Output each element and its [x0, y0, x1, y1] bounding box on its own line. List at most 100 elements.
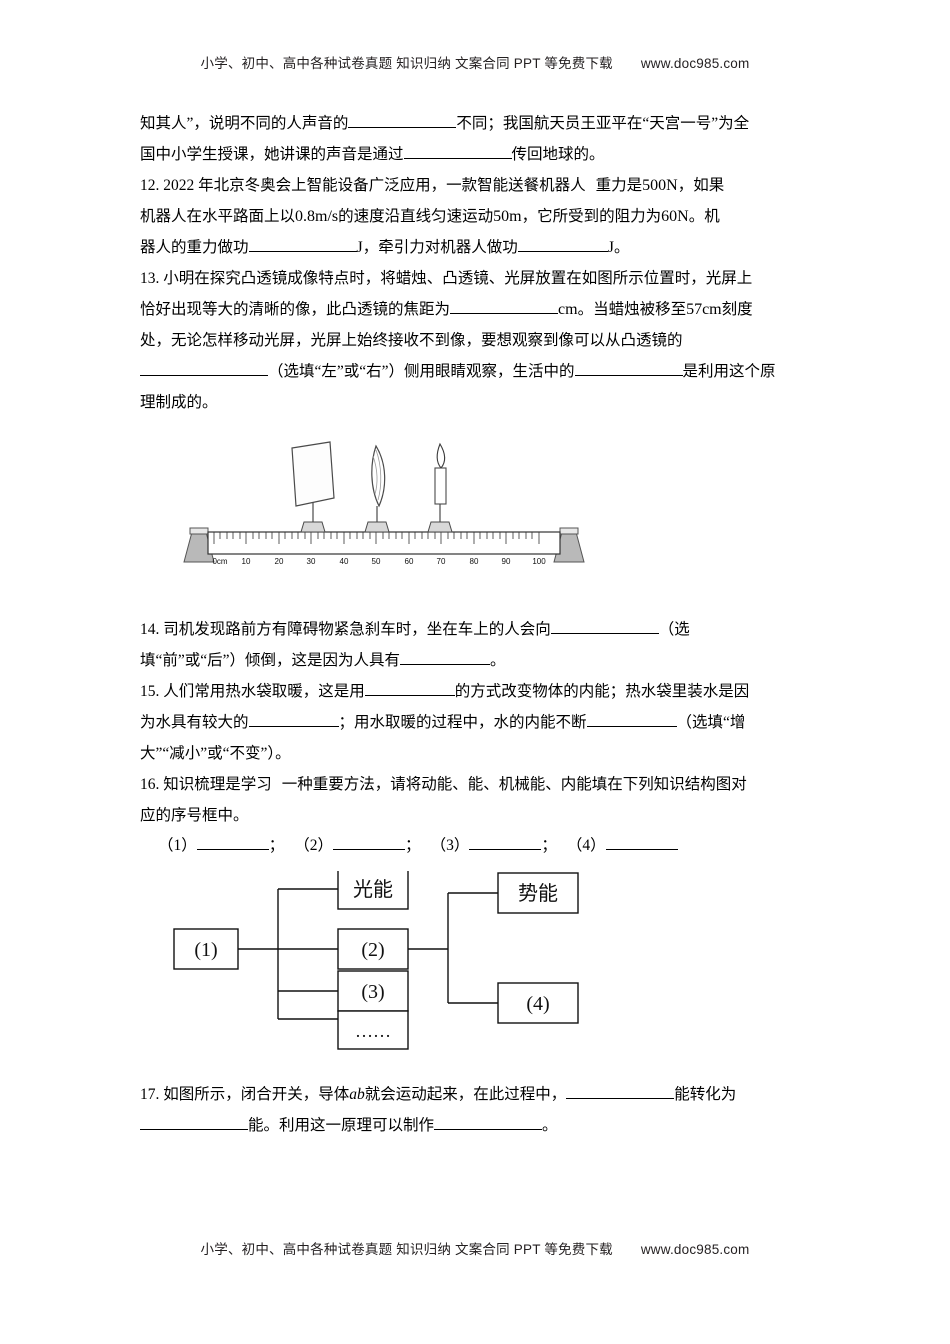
q15-e: （选填“增: [676, 714, 746, 731]
ruler-ticks: [213, 532, 540, 544]
q16-blank-2: [333, 849, 406, 850]
q13-blank-2: [140, 375, 268, 376]
q16-blank-3: [469, 849, 542, 850]
document-content: 知其人”，说明不同的人声音的不同；我国航天员王亚平在“天宫一号”为全 国中小学生…: [140, 108, 810, 1141]
q14-blank-2: [400, 664, 491, 665]
q12-unit-2: J: [607, 239, 614, 256]
q12-g: 的速度沿直线匀速运动: [338, 208, 494, 225]
svg-text:0cm: 0cm: [212, 557, 227, 566]
question-16: 16. 知识梳理是学习一种重要方法，请将动能、能、机械能、内能填在下列知识结构图…: [140, 769, 810, 831]
question-12: 12. 2022 年北京冬奥会上智能设备广泛应用，一款智能送餐机器人重力是500…: [140, 170, 810, 263]
optical-bench-ruler: [207, 531, 561, 555]
q14-blank-1: [550, 633, 659, 634]
q17-c: 就会运动起来，在此过程中，: [364, 1086, 567, 1103]
box-4-label: (4): [526, 993, 549, 1015]
q17-blank-1: [566, 1098, 675, 1099]
q14-c: 填“前”或“后”）倾倒，这是因为人具有: [140, 652, 401, 669]
svg-text:20: 20: [275, 557, 284, 566]
q12-i: ，它所受到的阻力为: [521, 208, 662, 225]
q16-blank-4: [605, 849, 678, 850]
box-4: (4): [497, 982, 579, 1024]
q12-p: 。: [614, 239, 630, 256]
q16-item-4: （4）: [566, 837, 606, 854]
q17-d: 能转化为: [674, 1086, 737, 1103]
q13-blank-3: [574, 375, 683, 376]
q15-b: 的方式改变物体的内能；热水袋里装水是因: [454, 683, 750, 700]
left-stand-top: [189, 527, 209, 535]
q17-conductor-ab: ab: [349, 1086, 365, 1103]
q13-b: 恰好出现等大的清晰的像，此凸透镜的焦距为: [140, 301, 451, 318]
q13-h: （选填“左”或“右”）侧用眼睛观察，生活中的: [268, 363, 575, 380]
right-stand-top: [559, 527, 579, 535]
q17-blank-2: [140, 1129, 248, 1130]
q15-f: 大”“减小”或“不变”）。: [140, 745, 291, 762]
q13-i: 是利用这个原: [682, 363, 776, 380]
q13-f: 刻度: [721, 301, 753, 318]
q12-b: 重力是: [595, 177, 643, 194]
q13-a: 13. 小明在探究凸透镜成像特点时，将蜡烛、凸透镜、光屏放置在如图所示位置时，光…: [140, 270, 753, 287]
q15-d: ；用水取暖的过程中，水的内能不断: [338, 714, 587, 731]
q13-d: 。当蜡烛被移至: [577, 301, 687, 318]
box-3-label: (3): [361, 981, 384, 1003]
optics-bench-svg: 0cm 10 20 30 40 50 60 70 80 90 100: [183, 441, 585, 566]
svg-text:100: 100: [532, 557, 546, 566]
svg-text:10: 10: [242, 557, 251, 566]
optics-bench-figure: 0cm 10 20 30 40 50 60 70 80 90 100: [170, 432, 600, 592]
question-13: 13. 小明在探究凸透镜成像特点时，将蜡烛、凸透镜、光屏放置在如图所示位置时，光…: [140, 263, 810, 418]
convex-lens: [364, 444, 390, 533]
q15-blank-1: [364, 695, 455, 696]
q16-b: 一种重要方法，请将动能、能、机械能、内能填在下列知识结构图对: [281, 776, 747, 793]
svg-text:50: 50: [372, 557, 381, 566]
q14-b: （选: [658, 621, 690, 638]
knowledge-structure-figure: (1) 光能 (2) (3): [150, 871, 670, 1071]
q12-d: ，如果: [677, 177, 725, 194]
q12-value-weight: 500N: [642, 177, 678, 194]
question-17: 17. 如图所示，闭合开关，导体ab就会运动起来，在此过程中，能转化为 能。利用…: [140, 1079, 810, 1141]
q15-blank-3: [586, 726, 677, 727]
header-site-url: www.doc985.com: [640, 56, 750, 71]
box-potential-energy-label: 势能: [518, 882, 558, 905]
box-3: (3): [337, 970, 409, 1012]
q16-blank-1: [196, 849, 269, 850]
q16-item-1: （1）: [158, 837, 197, 854]
q12-k: 。机: [688, 208, 720, 225]
page-header: 小学、初中、高中各种试卷真题 知识归纳 文案合同 PPT 等免费下载 www.do…: [0, 52, 950, 72]
q15-c: 为水具有较大的: [140, 714, 249, 731]
box-ellipsis: ……: [337, 1010, 409, 1050]
q12-blank-1: [248, 251, 357, 252]
q12-value-speed: 0.8m/s: [295, 208, 339, 225]
q12-l: 器人的重力做功: [140, 239, 249, 256]
question-11-tail: 知其人”，说明不同的人声音的不同；我国航天员王亚平在“天宫一号”为全 国中小学生…: [140, 108, 810, 170]
q16-item-3: （3）: [430, 837, 470, 854]
q13-j: 理制成的。: [140, 394, 218, 411]
q11-line2-a: 国中小学生授课，她讲课的声音是通过: [140, 146, 404, 163]
q11-line1-a: 知其人”，说明不同的人声音的: [140, 115, 349, 132]
q16-item-2: （2）: [294, 837, 334, 854]
svg-text:80: 80: [470, 557, 479, 566]
q13-blank-1: [450, 313, 559, 314]
q12-value-friction: 60N: [661, 208, 689, 225]
q12-unit-1: J: [356, 239, 363, 256]
candle: [427, 442, 453, 533]
q11-blank-2: [403, 158, 512, 159]
q15-blank-2: [248, 726, 339, 727]
knowledge-structure-svg: (1) 光能 (2) (3): [173, 871, 579, 1050]
footer-note-text: 小学、初中、高中各种试卷真题 知识归纳 文案合同 PPT 等免费下载: [200, 1242, 613, 1257]
ruler-labels: 0cm 10 20 30 40 50 60 70 80 90 100: [212, 557, 546, 566]
q17-e: 能。利用这一原理可以制作: [248, 1117, 435, 1134]
q16-a: 16. 知识梳理是学习: [140, 776, 272, 793]
q16-c: 应的序号框中。: [140, 807, 249, 824]
svg-text:40: 40: [340, 557, 349, 566]
svg-text:90: 90: [502, 557, 511, 566]
box-1-label: (1): [194, 939, 217, 961]
question-16-blank-row: （1）；（2）；（3）；（4）: [158, 831, 810, 861]
header-note-text: 小学、初中、高中各种试卷真题 知识归纳 文案合同 PPT 等免费下载: [200, 56, 613, 71]
box-1: (1): [173, 928, 239, 970]
q12-a: 12. 2022 年北京冬奥会上智能设备广泛应用，一款智能送餐机器人: [140, 177, 586, 194]
page-footer: 小学、初中、高中各种试卷真题 知识归纳 文案合同 PPT 等免费下载 www.do…: [0, 1238, 950, 1258]
q14-a: 14. 司机发现路前方有障碍物紧急刹车时，坐在车上的人会向: [140, 621, 551, 638]
box-potential-energy: 势能: [497, 872, 579, 914]
q11-line2-b: 传回地球的。: [511, 146, 605, 163]
q13-g: 处，无论怎样移动光屏，光屏上始终接收不到像，要想观察到像可以从凸透镜的: [140, 332, 683, 349]
footer-site-url: www.doc985.com: [640, 1242, 750, 1257]
